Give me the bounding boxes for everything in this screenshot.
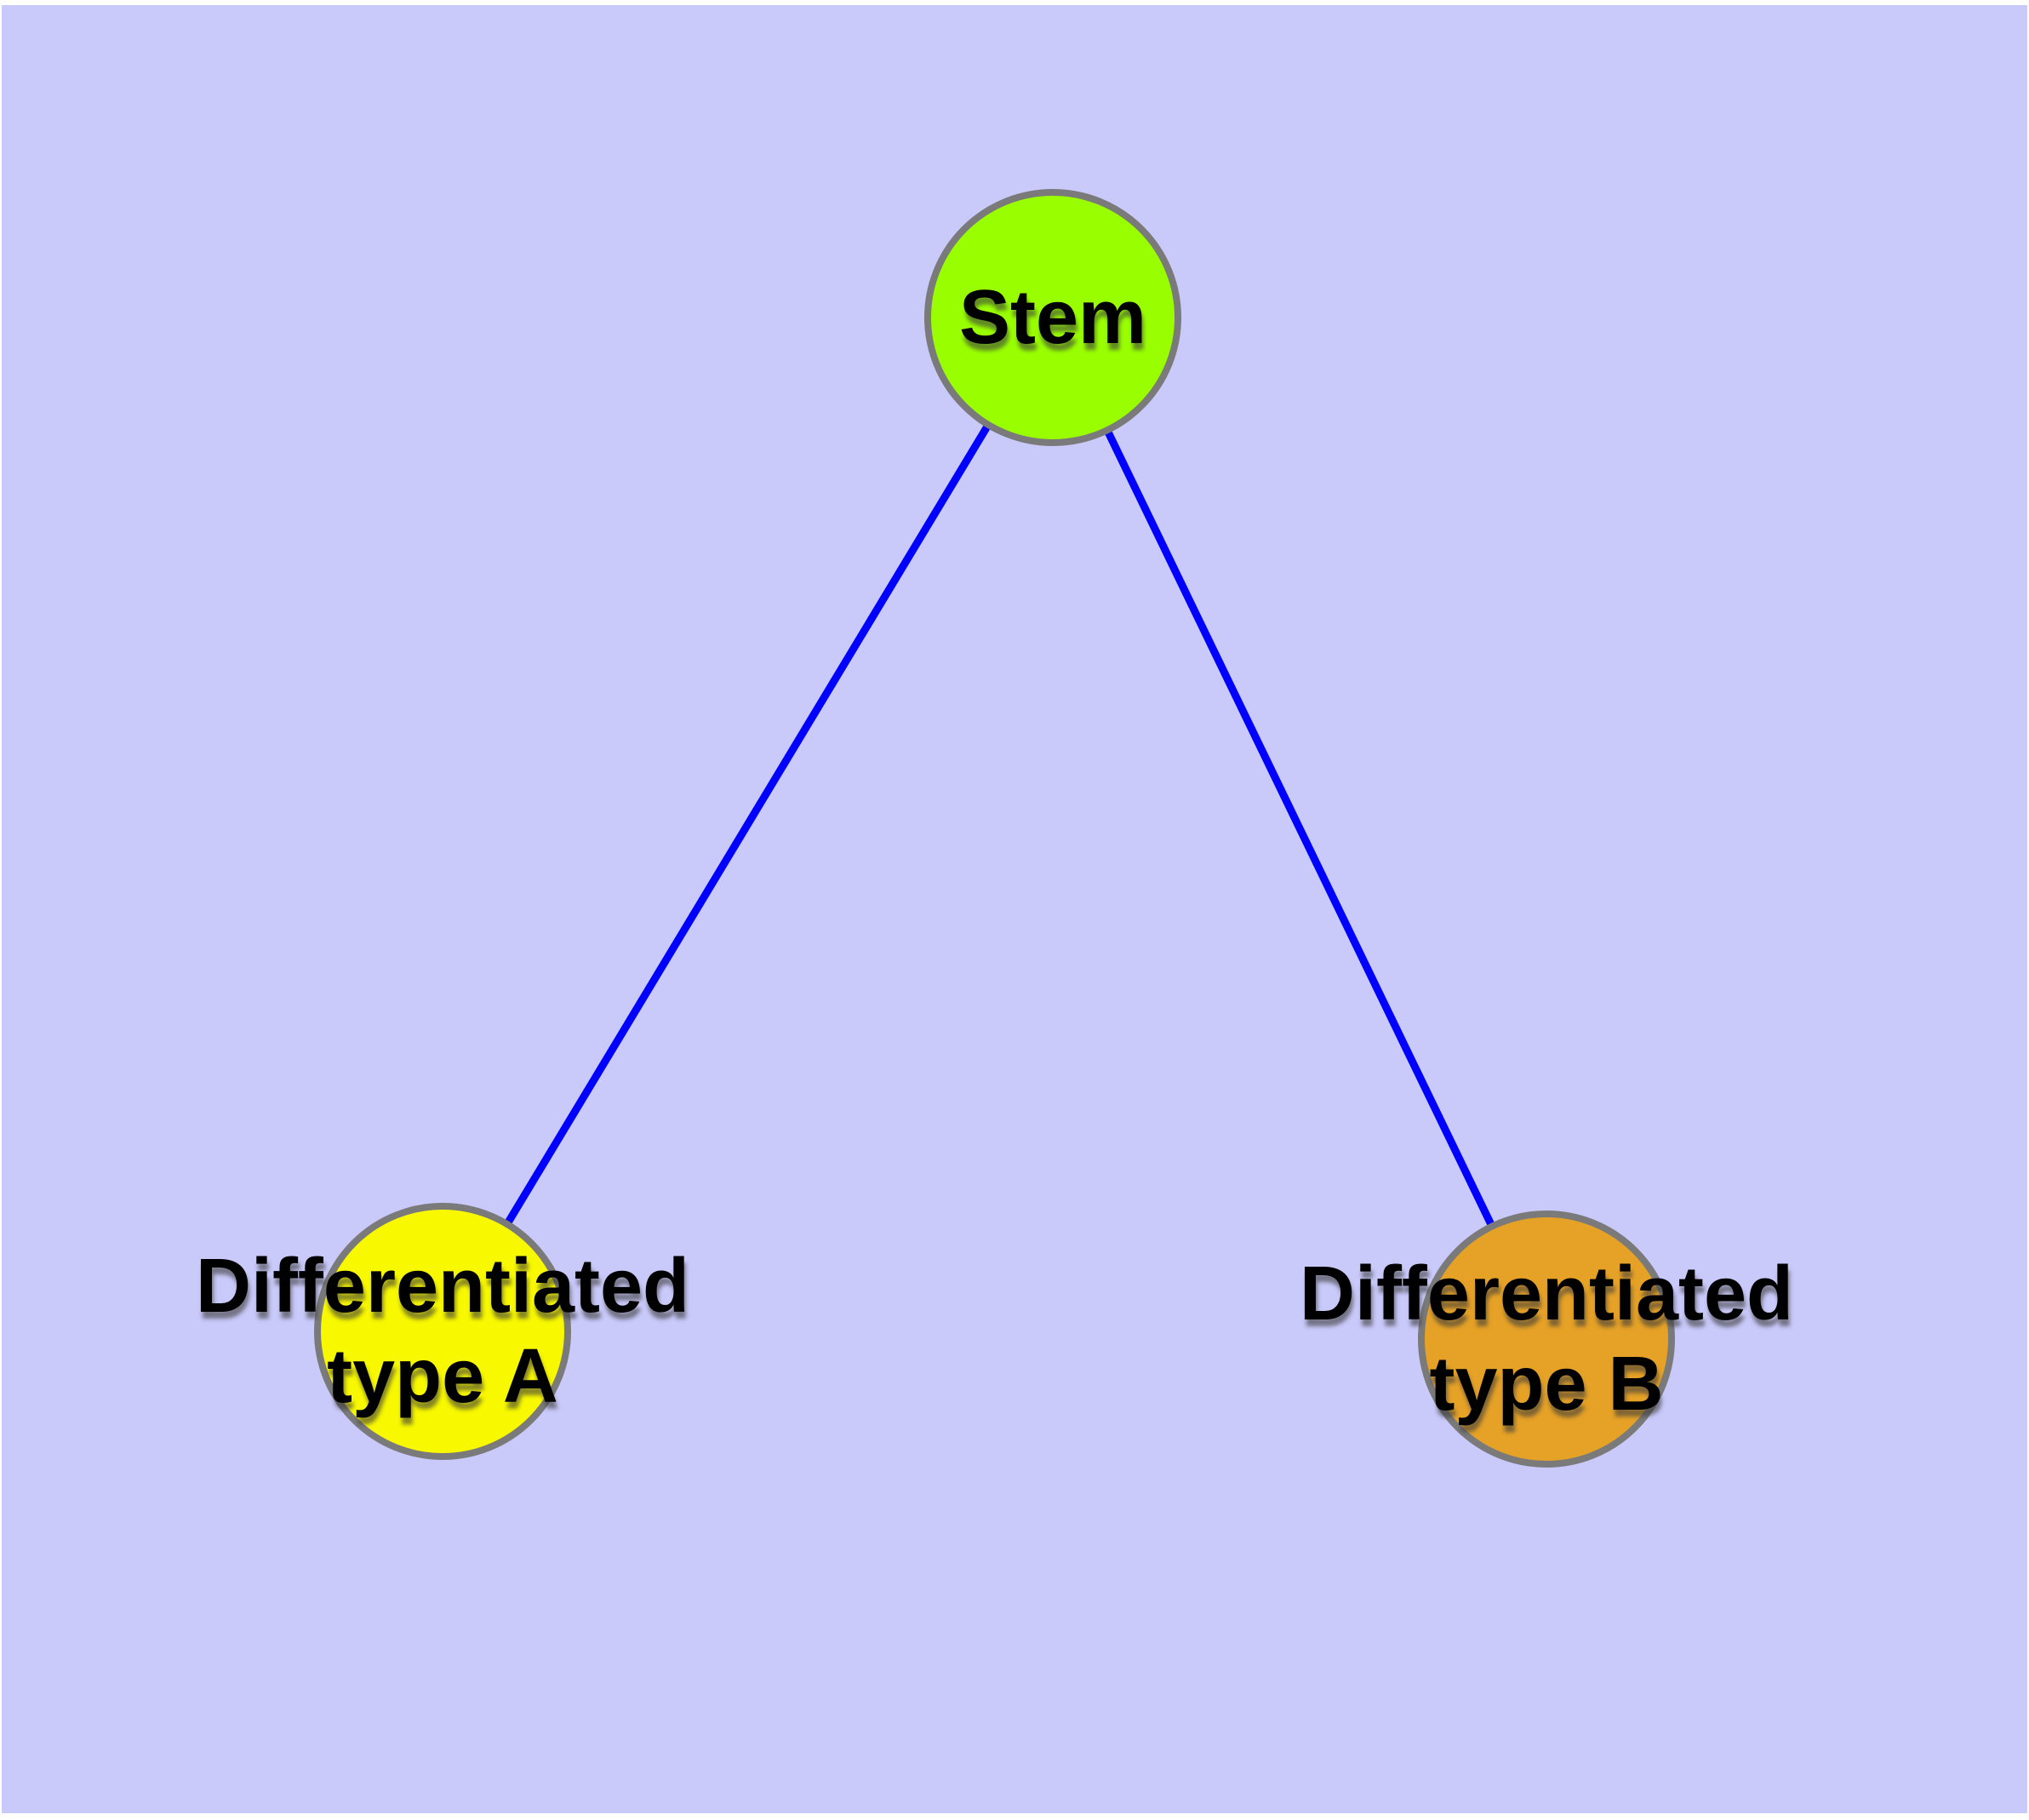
node-stem[interactable] [924, 189, 1181, 446]
node-differentiated-type-b[interactable] [1418, 1210, 1675, 1468]
node-differentiated-type-a[interactable] [314, 1203, 571, 1460]
edge-stem-to-type-a[interactable] [439, 315, 1056, 1334]
edge-stem-to-type-b[interactable] [1049, 316, 1551, 1341]
